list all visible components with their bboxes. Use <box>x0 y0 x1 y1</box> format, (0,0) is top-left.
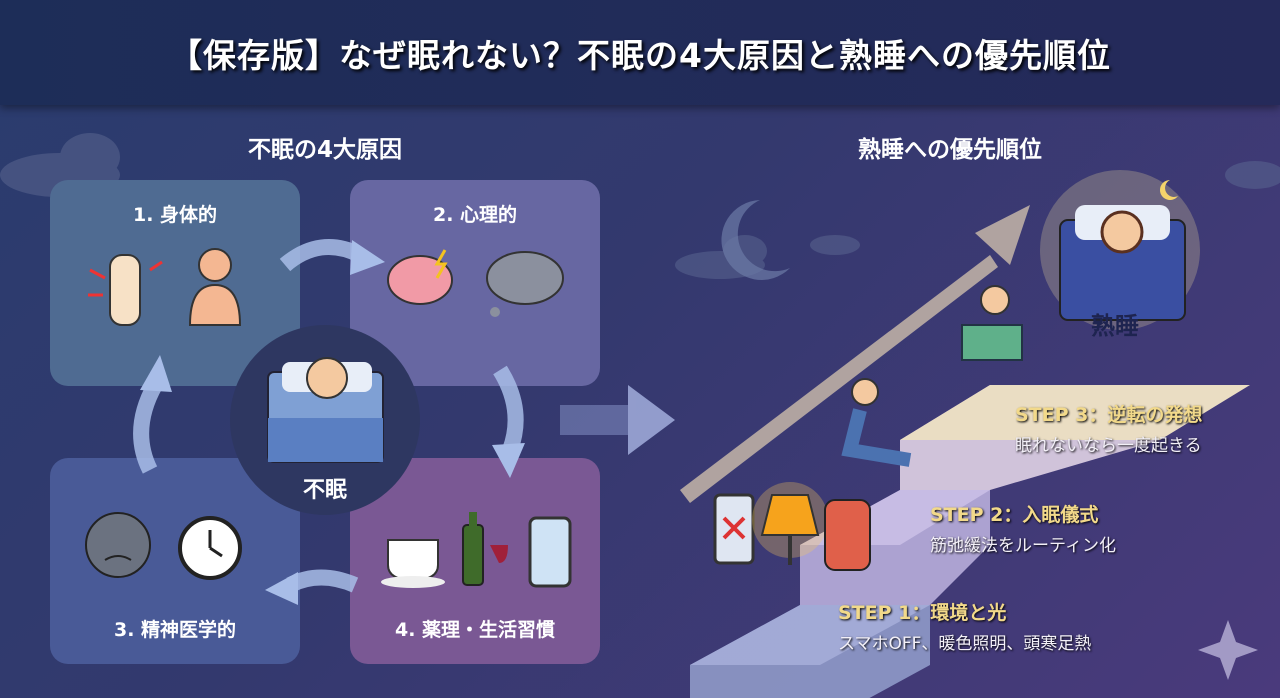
step-2: STEP 2：入眠儀式 筋弛緩法をルーティン化 <box>930 500 1116 556</box>
joint-pain-icon <box>88 254 163 326</box>
step-title: STEP 3：逆転の発想 <box>1015 404 1203 426</box>
wine-bottle-icon <box>462 512 508 586</box>
priority-heading: 熟睡への優先順位 <box>858 137 1042 163</box>
step-title: STEP 1：環境と光 <box>838 602 1007 624</box>
hot-water-bottle-icon <box>824 499 871 571</box>
sparkle-icon <box>1198 620 1258 680</box>
step-desc: 眠れないなら一度起きる <box>1015 436 1202 456</box>
step-1: STEP 1：環境と光 スマホOFF、暖色照明、頭寒足熱 <box>838 598 1091 654</box>
sad-face-icon <box>85 512 151 578</box>
warm-lamp-icon <box>752 482 828 565</box>
sleeping-person-bed-icon <box>1059 205 1186 321</box>
step-desc: スマホOFF、暖色照明、頭寒足熱 <box>838 634 1092 654</box>
brain-icon <box>387 249 453 305</box>
page-title: 【保存版】なぜ眠れない？不眠の4大原因と熟睡への優先順位 <box>169 35 1111 75</box>
goal-label: 熟睡 <box>1091 312 1139 340</box>
stretching-person-icon <box>841 378 912 467</box>
causes-heading: 不眠の4大原因 <box>247 137 402 163</box>
phone-off-icon <box>713 493 755 565</box>
moon-star-icon <box>1160 180 1178 200</box>
worry-cloud-icon <box>486 251 564 317</box>
cause-label: 1. 身体的 <box>132 204 218 226</box>
cause-box-physical <box>50 180 300 386</box>
moon-icon <box>721 200 790 280</box>
causes-illustrations <box>85 239 572 605</box>
smartphone-icon <box>528 516 572 588</box>
cause-label: 2. 心理的 <box>432 204 518 226</box>
insomnia-bed-icon <box>267 357 384 463</box>
step-desc: 筋弛緩法をルーティン化 <box>930 536 1116 556</box>
step-title: STEP 2：入眠儀式 <box>930 504 1099 526</box>
priority-illustrations <box>713 180 1186 571</box>
insomnia-label: 不眠 <box>302 478 347 503</box>
coughing-person-icon <box>188 248 242 326</box>
cause-label: 4. 薬理・生活習慣 <box>394 619 556 641</box>
title-bar: 【保存版】なぜ眠れない？不眠の4大原因と熟睡への優先順位 <box>0 0 1280 105</box>
coffee-cup-icon <box>381 539 445 588</box>
step-3: STEP 3：逆転の発想 眠れないなら一度起きる <box>1015 400 1202 456</box>
alarm-clock-icon <box>178 516 242 580</box>
transition-arrow <box>560 385 675 455</box>
reading-person-icon <box>961 285 1023 361</box>
progress-arrow <box>680 205 1030 503</box>
cause-label: 3. 精神医学的 <box>113 619 237 641</box>
